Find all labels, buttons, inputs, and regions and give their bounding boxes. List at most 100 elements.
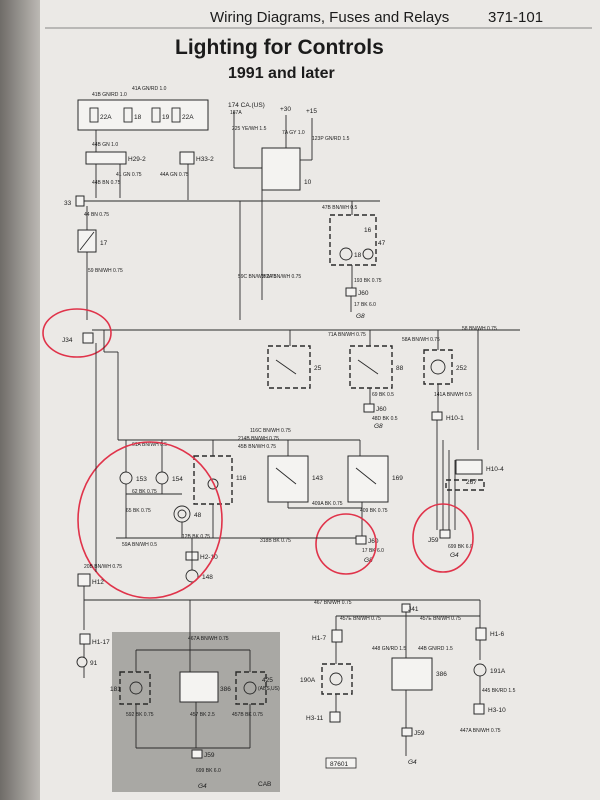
- relay-10-label: 10: [304, 179, 312, 186]
- fuse-19-label: 19: [162, 114, 170, 121]
- header-page-number: 371-101: [488, 9, 543, 26]
- bulb-91: [76, 656, 88, 668]
- ground-j60-bottom: J60: [368, 538, 379, 545]
- switch-25-outline: [267, 345, 311, 389]
- lamp-191a-label: 191A: [490, 668, 506, 675]
- supply-15: +15: [306, 108, 317, 115]
- wire-label: 214B BN/WH 0.75: [238, 436, 279, 442]
- highlight-circle-j59: [412, 503, 474, 573]
- wire-label: 58A BN/WH 0.75: [402, 337, 440, 343]
- lamp-425-label: 425: [262, 677, 273, 684]
- ground-j59-right-block: [439, 529, 451, 539]
- connector-h10-4-block: [455, 459, 483, 475]
- switch-386b: [391, 657, 433, 691]
- gauge-48: [173, 505, 191, 523]
- ground-g4-right: G4: [450, 552, 459, 559]
- wire-label: 41A GN/RD 1.0: [132, 86, 167, 92]
- ground-j59-bottom-block: [191, 749, 203, 759]
- wire-label: 71A BN/WH 0.75: [328, 332, 366, 338]
- wire-label: 41 GN 0.75: [116, 172, 142, 178]
- wire-label: 59A BN/WH 0.5: [122, 542, 157, 548]
- switch-143: [267, 455, 309, 503]
- switch-25-contact: [275, 359, 297, 375]
- connector-h33: H33-2: [196, 156, 214, 163]
- wire-label: 47B BN/WH 0.5: [322, 205, 358, 211]
- dimmer-17-label: 17: [100, 240, 108, 247]
- ground-j60-mid-block: [363, 403, 375, 413]
- lamp-425: [243, 681, 257, 695]
- connector-h12-block: [77, 573, 91, 587]
- connector-h3-11: H3-11: [306, 715, 324, 722]
- wire-label: 409A BK 0.75: [312, 501, 343, 507]
- wire-label: 447A BN/WH 0.75: [460, 728, 501, 734]
- wire-label: 69 BK 0.5: [372, 392, 394, 398]
- wire-label: 41B GN/RD 1.0: [92, 92, 127, 98]
- lamp-425-note: (ABS,US): [258, 686, 280, 692]
- figure-code: 87601: [330, 761, 348, 768]
- wire-label: 48D BK 0.5: [372, 416, 398, 422]
- splice-33: 33: [64, 200, 72, 207]
- switch-169-label: 169: [392, 475, 403, 482]
- fuse-18-label: 18: [134, 114, 142, 121]
- relay-10: [261, 147, 301, 191]
- connector-h10-1: H10-1: [446, 415, 464, 422]
- wire-label: 467 BN/WH 0.75: [314, 600, 352, 606]
- wire-label: 44B BN 0.75: [92, 180, 121, 186]
- fuse-19-symbol: [151, 107, 161, 123]
- wire-label: 457 BK 2.5: [190, 712, 215, 718]
- wire-label: 61A BN/WH 0.5: [132, 442, 167, 448]
- highlight-circle-j34: [42, 308, 112, 358]
- wire-label: 44B GN 1.0: [92, 142, 118, 148]
- wire-label: 17 BK 6.0: [362, 548, 384, 554]
- ground-j60-bottom-block: [355, 535, 367, 545]
- header-section: Wiring Diagrams, Fuses and Relays: [210, 9, 449, 26]
- splice-j41: J41: [408, 606, 419, 613]
- connector-h29-block: [85, 151, 127, 165]
- component-16-label: 16: [364, 227, 372, 234]
- switch-386: [179, 671, 219, 703]
- wire-label: 17 BK 6.0: [354, 302, 376, 308]
- component-47-label: 47: [378, 240, 386, 247]
- bulb-18-label: 18: [354, 252, 362, 259]
- ground-j59-bottom: J59: [204, 752, 215, 759]
- wire-label: 12B BK 0.75: [182, 534, 210, 540]
- diagram-subtitle: 1991 and later: [228, 65, 335, 82]
- wire-label: 318B BK 0.75: [260, 538, 291, 544]
- wire-label: 409 BK 0.75: [360, 508, 388, 514]
- ground-j60-top-block: [345, 287, 357, 297]
- wire-label: 7A GY 1.0: [282, 130, 305, 136]
- lamp-252-label: 252: [456, 365, 467, 372]
- bulb-116: [207, 478, 219, 490]
- ground-j60-top: J60: [358, 290, 369, 297]
- bulb-153: [119, 471, 133, 485]
- component-116-label: 116: [236, 475, 247, 482]
- bulb-153-label: 153: [136, 476, 147, 483]
- diagram-title: Lighting for Controls: [175, 36, 384, 59]
- lamp-190a-outline: [321, 663, 353, 695]
- bulb-91-label: 91: [90, 660, 98, 667]
- lamp-181-label: 181: [110, 686, 121, 693]
- lamp-190a: [329, 672, 343, 686]
- connector-h1-6-block: [475, 627, 487, 641]
- fuse-22a-label: 22A: [100, 114, 112, 121]
- connector-h3-10: H3-10: [488, 707, 506, 714]
- component-267-label: 267: [466, 479, 477, 486]
- fuse-18-symbol: [123, 107, 133, 123]
- gauge-48-label: 48: [194, 512, 202, 519]
- connector-h10-1-block: [431, 411, 443, 421]
- highlight-circle-panel-lamps: [77, 441, 223, 599]
- wire-label: 467A BN/WH 0.75: [188, 636, 229, 642]
- lamp-425-outline: [235, 671, 267, 705]
- component-47-outline: [329, 214, 377, 266]
- switch-25-label: 25: [314, 365, 322, 372]
- wire-label: 2/2A BN/WH 0.75: [262, 274, 301, 280]
- ground-g8-top: G8: [356, 313, 365, 320]
- switch-169-contact: [355, 467, 377, 485]
- highlight-circle-j60: [315, 513, 377, 575]
- connector-h29: H29-2: [128, 156, 146, 163]
- lamp-252-outline: [423, 349, 453, 385]
- splice-j34-block: [82, 332, 94, 344]
- ground-g8-mid: G8: [374, 423, 383, 430]
- connector-h1-6: H1-6: [490, 631, 504, 638]
